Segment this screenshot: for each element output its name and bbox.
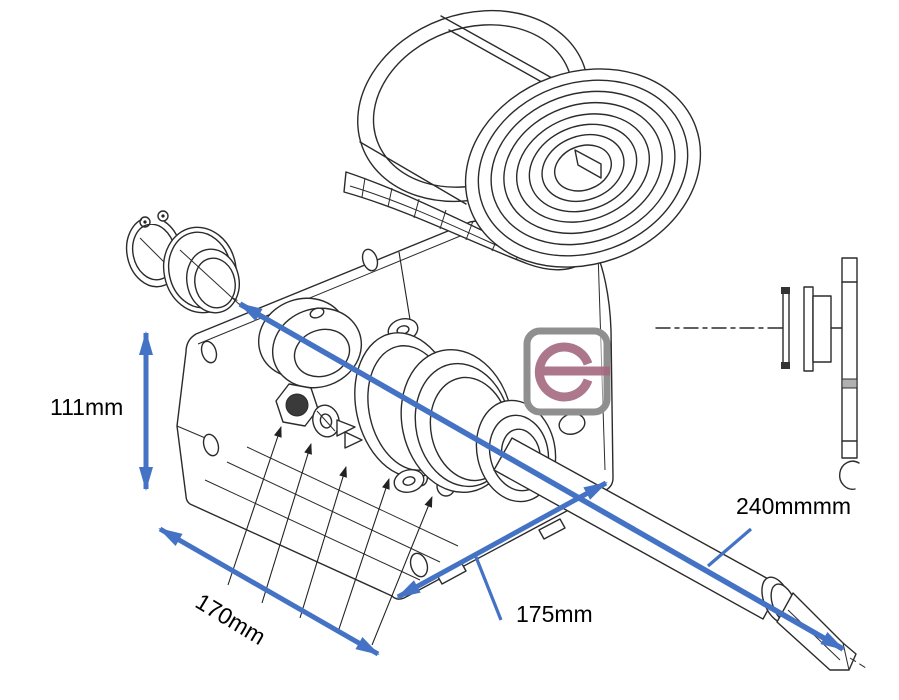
bracket-hole: [202, 433, 220, 457]
bracket-hole: [200, 340, 218, 364]
bushing-flange-side: [803, 286, 814, 372]
dim-label-height: 111mm: [50, 394, 124, 420]
dimension-arrows: [139, 301, 845, 657]
e-mark-logo: [523, 327, 611, 416]
bushing-body-side: [812, 295, 832, 363]
circlip-side: [782, 290, 790, 368]
dim-leader-240mm: [706, 527, 753, 568]
dim-arrow-240mm: [238, 301, 845, 652]
dim-label-shaft: 240mmmm: [736, 493, 852, 519]
bracket-hole: [361, 248, 379, 272]
dim-arrow-175mm: [396, 480, 608, 600]
circlip-lug: [139, 216, 151, 228]
flanged-bushing: [162, 226, 273, 321]
circlip-lug: [157, 210, 169, 222]
shaft-side-view: [655, 257, 860, 490]
dim-leader-175mm: [474, 556, 503, 621]
spring-arbor-slot: [574, 149, 602, 179]
plate-side: [841, 257, 858, 459]
coil-spring: [357, 9, 702, 268]
side-view-arc: [838, 460, 860, 490]
dim-label-depth: 175mm: [516, 601, 593, 627]
dim-arrow-170mm: [158, 526, 380, 657]
